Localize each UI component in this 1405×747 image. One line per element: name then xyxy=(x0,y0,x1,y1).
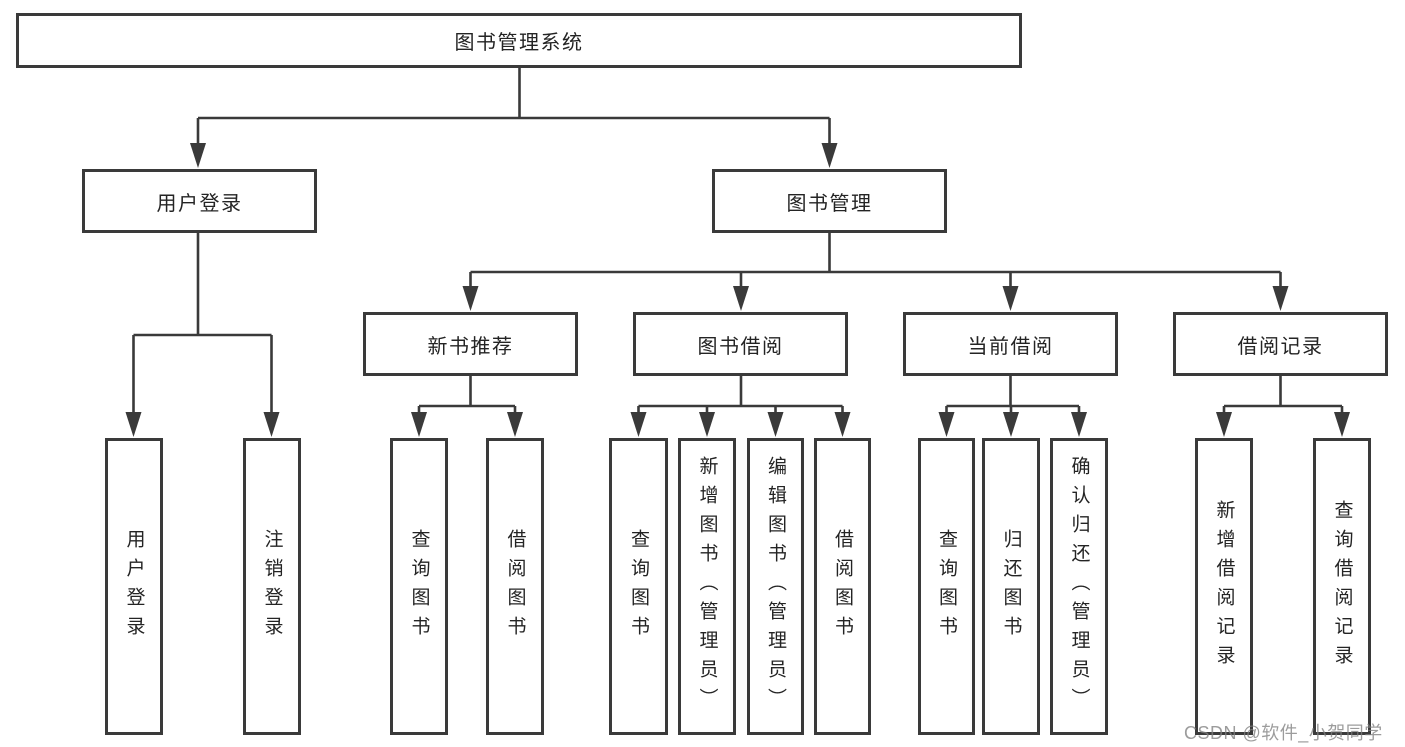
leaf-query-borrow-record-label: 查询借阅记录 xyxy=(1331,499,1353,674)
leaf-add-book-admin: 新增图书（管理员） xyxy=(678,438,736,735)
leaf-add-book-admin-label: 新增图书（管理员） xyxy=(696,456,718,717)
csdn-watermark: CSDN @软件_小贺同学 xyxy=(1184,723,1383,743)
leaf-add-borrow-record-label: 新增借阅记录 xyxy=(1213,499,1235,674)
connector-root-to-level2 xyxy=(190,67,838,168)
node-new-book-recommend: 新书推荐 xyxy=(363,312,578,376)
leaf-borrow-query-books-label: 查询图书 xyxy=(628,528,649,645)
connector-current-to-leaves xyxy=(938,374,1087,437)
node-book-management-label: 图书管理 xyxy=(786,192,873,215)
node-current-borrow-label: 当前借阅 xyxy=(967,335,1054,358)
node-root-label: 图书管理系统 xyxy=(454,32,584,54)
leaf-confirm-return-admin: 确认归还（管理员） xyxy=(1050,438,1108,735)
node-borrow-records-label: 借阅记录 xyxy=(1237,335,1324,358)
node-book-borrow: 图书借阅 xyxy=(633,312,848,376)
leaf-edit-book-admin-label: 编辑图书（管理员） xyxy=(765,456,786,717)
leaf-current-query-books-label: 查询图书 xyxy=(936,528,957,645)
connector-borrow-to-leaves xyxy=(630,374,851,437)
leaf-borrow-books: 借阅图书 xyxy=(814,438,871,735)
connector-user-login-to-leaves xyxy=(125,231,280,437)
leaf-borrow-query-books: 查询图书 xyxy=(609,438,668,735)
leaf-return-book-label: 归还图书 xyxy=(1000,528,1022,645)
leaf-current-query-books: 查询图书 xyxy=(918,438,975,735)
leaf-borrow-books-label: 借阅图书 xyxy=(832,528,853,645)
node-book-management: 图书管理 xyxy=(712,169,947,233)
leaf-confirm-return-admin-label: 确认归还（管理员） xyxy=(1068,456,1090,717)
connector-book-management-to-level3 xyxy=(462,231,1289,311)
leaf-user-login-label: 用户登录 xyxy=(123,528,145,645)
leaf-recommend-borrow-books: 借阅图书 xyxy=(486,438,544,735)
connector-recommend-to-leaves xyxy=(411,374,523,437)
leaf-add-borrow-record: 新增借阅记录 xyxy=(1195,438,1253,735)
node-borrow-records: 借阅记录 xyxy=(1173,312,1388,376)
leaf-recommend-borrow-books-label: 借阅图书 xyxy=(504,528,526,645)
node-book-borrow-label: 图书借阅 xyxy=(697,335,784,358)
leaf-recommend-query-books: 查询图书 xyxy=(390,438,448,735)
node-current-borrow: 当前借阅 xyxy=(903,312,1118,376)
node-new-book-recommend-label: 新书推荐 xyxy=(427,335,514,358)
leaf-query-borrow-record: 查询借阅记录 xyxy=(1313,438,1371,735)
leaf-edit-book-admin: 编辑图书（管理员） xyxy=(747,438,804,735)
node-user-login-label: 用户登录 xyxy=(156,192,243,215)
leaf-logout: 注销登录 xyxy=(243,438,301,735)
node-user-login: 用户登录 xyxy=(82,169,317,233)
leaf-return-book: 归还图书 xyxy=(982,438,1040,735)
leaf-logout-label: 注销登录 xyxy=(261,528,283,645)
leaf-user-login: 用户登录 xyxy=(105,438,163,735)
leaf-recommend-query-books-label: 查询图书 xyxy=(408,528,430,645)
node-root: 图书管理系统 xyxy=(16,13,1022,68)
connector-records-to-leaves xyxy=(1216,374,1350,437)
